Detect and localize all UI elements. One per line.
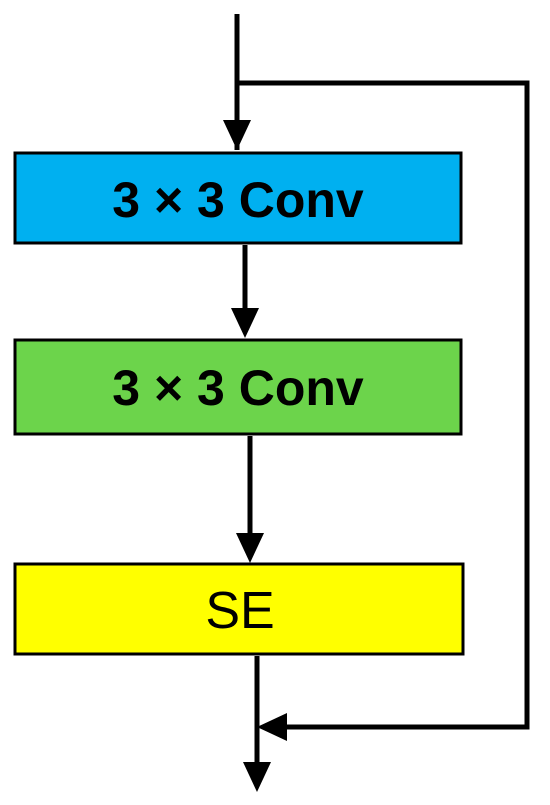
skip-connection-line — [237, 80, 530, 730]
arrow-conv1-to-conv2-head — [231, 308, 259, 338]
se-block — [13, 562, 465, 656]
se-block-label: SE — [205, 582, 274, 640]
conv-block-2-label: 3 × 3 Conv — [112, 360, 364, 416]
conv-block-1 — [13, 151, 463, 245]
conv-block-2 — [13, 338, 463, 436]
arrow-conv2-to-se-head — [236, 533, 264, 563]
output-arrowhead — [243, 762, 271, 792]
input-arrowhead — [223, 120, 251, 150]
skip-connection-arrowhead — [257, 713, 287, 741]
conv-block-1-label: 3 × 3 Conv — [112, 172, 364, 228]
